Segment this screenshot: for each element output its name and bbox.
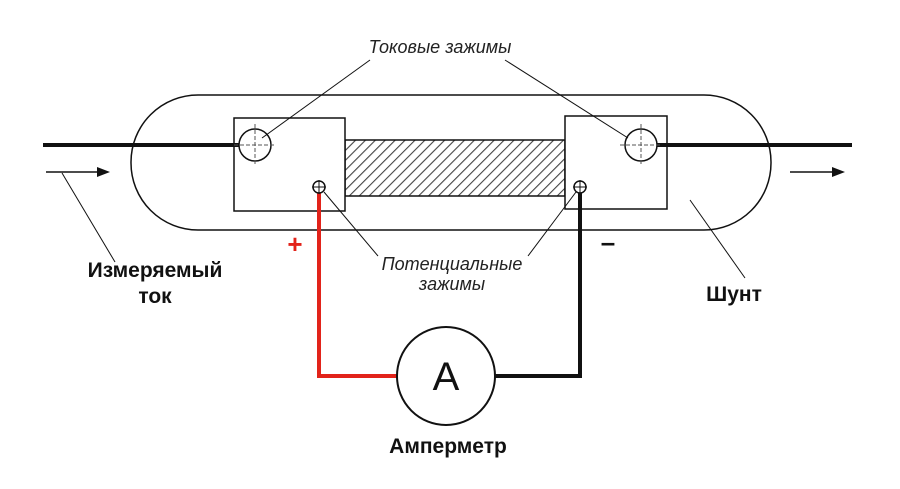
minus-sign: – [601, 227, 615, 257]
ammeter-symbol: A [433, 355, 460, 399]
leader-shunt [689, 199, 746, 279]
label-potential-clamps-line1: Потенциальные [382, 254, 523, 274]
right-current-clamp-icon [620, 124, 662, 166]
negative-wire [495, 190, 582, 378]
right-potential-clamp-icon [573, 180, 587, 194]
label-shunt: Шунт [706, 283, 762, 306]
label-current-clamps: Токовые зажимы [369, 37, 512, 57]
label-measured-current-line2: ток [138, 285, 172, 308]
leader-current-clamp-left [261, 59, 371, 139]
label-ammeter: Амперметр [389, 435, 507, 458]
label-measured-current-line1: Измеряемый [88, 259, 223, 282]
leader-potential-clamp-right [527, 191, 577, 257]
leader-current-clamp-right [504, 59, 629, 139]
leader-measured-current [61, 172, 116, 263]
resistive-element [344, 139, 566, 197]
outgoing-arrow-icon [790, 167, 845, 177]
label-potential-clamps-line2: зажимы [418, 274, 485, 294]
leader-potential-clamp-left [323, 191, 379, 257]
left-potential-clamp-icon [312, 180, 326, 194]
plus-sign: + [287, 229, 302, 259]
incoming-arrow-icon [46, 167, 110, 177]
shunt-housing [130, 94, 772, 231]
positive-wire [317, 190, 397, 378]
ammeter-circle [396, 326, 496, 426]
